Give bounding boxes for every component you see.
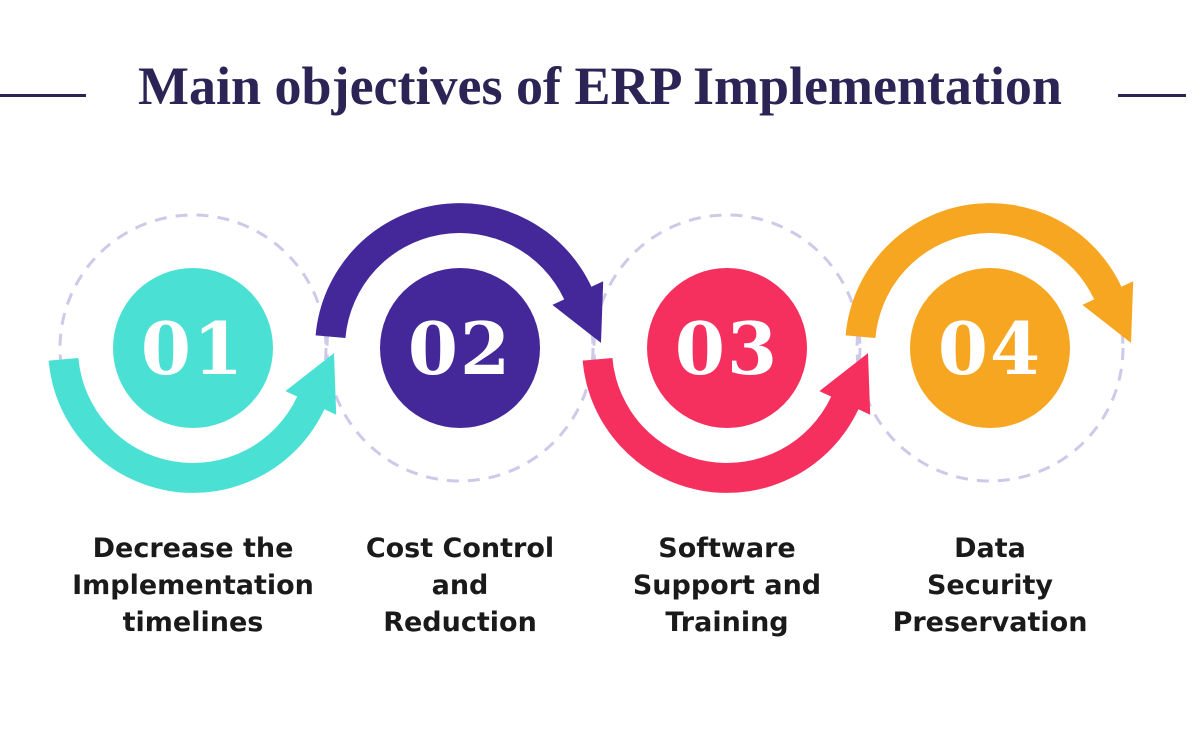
step-circle-4 [910,268,1070,428]
step-circle-2 [380,268,540,428]
step-label-1: Decrease the Implementation timelines [72,533,314,638]
step-number-4: 04 [938,306,1042,391]
step-number-2: 02 [408,306,512,391]
dashed-ring-1 [58,213,328,483]
step-label-2: Cost Control and Reduction [365,533,555,638]
title-rule-right [1118,94,1186,97]
page-title: Main objectives of ERP Implementation [138,56,1062,116]
dashed-ring-2 [325,213,595,483]
dashed-ring-4 [855,213,1125,483]
step-label-3: Software Support and Training [632,533,822,638]
dashed-ring-3 [592,213,862,483]
step-label-4: Data Security Preservation [892,533,1088,638]
step-number-3: 03 [675,306,779,391]
title-rule-left [0,94,86,97]
step-number-1: 01 [141,306,245,391]
step-circle-1 [113,268,273,428]
step-circle-3 [647,268,807,428]
